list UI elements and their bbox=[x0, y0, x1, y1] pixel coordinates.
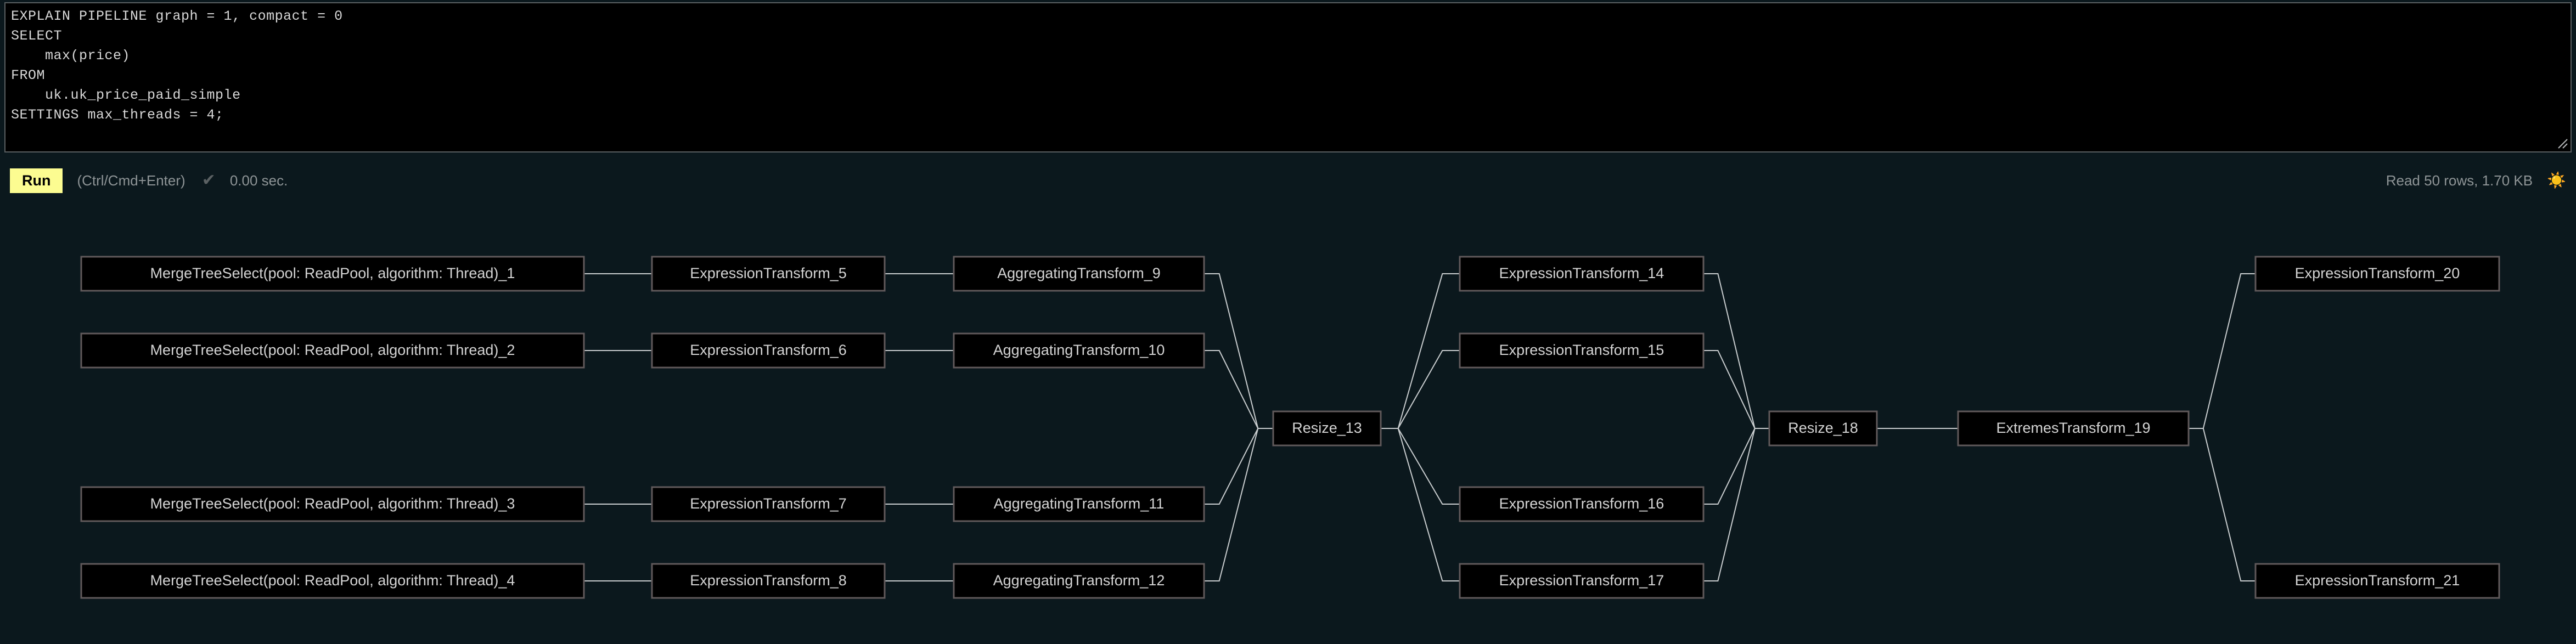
graph-node-box[interactable] bbox=[953, 563, 1205, 599]
graph-node[interactable]: Resize_13 bbox=[1272, 410, 1382, 447]
graph-edge bbox=[2189, 273, 2256, 429]
graph-edge bbox=[1703, 428, 1769, 505]
graph-node-box[interactable] bbox=[1957, 410, 2190, 447]
graph-node-box[interactable] bbox=[1459, 486, 1705, 522]
graph-node-label: ExpressionTransform_20 bbox=[2295, 265, 2460, 281]
pipeline-graph: MergeTreeSelect(pool: ReadPool, algorith… bbox=[0, 208, 2576, 644]
sql-editor-container bbox=[4, 2, 2572, 152]
graph-node[interactable]: ExpressionTransform_6 bbox=[651, 332, 886, 369]
graph-node-box[interactable] bbox=[651, 332, 886, 369]
graph-node-label: MergeTreeSelect(pool: ReadPool, algorith… bbox=[150, 265, 515, 281]
graph-edge bbox=[1703, 350, 1769, 429]
graph-node-label: MergeTreeSelect(pool: ReadPool, algorith… bbox=[150, 572, 515, 589]
graph-edge bbox=[1703, 428, 1769, 581]
sun-icon[interactable]: ☀️ bbox=[2547, 172, 2566, 189]
graph-node[interactable]: MergeTreeSelect(pool: ReadPool, algorith… bbox=[80, 563, 585, 599]
elapsed-time-label: 0.00 sec. bbox=[229, 172, 288, 189]
graph-node[interactable]: ExpressionTransform_15 bbox=[1459, 332, 1705, 369]
graph-node-label: AggregatingTransform_9 bbox=[997, 265, 1161, 281]
graph-node-box[interactable] bbox=[1459, 563, 1705, 599]
graph-node-box[interactable] bbox=[80, 256, 585, 292]
graph-node-box[interactable] bbox=[953, 332, 1205, 369]
graph-node-box[interactable] bbox=[651, 563, 886, 599]
toolbar-right-group: Read 50 rows, 1.70 KB ☀️ bbox=[2386, 172, 2566, 189]
graph-node[interactable]: AggregatingTransform_12 bbox=[953, 563, 1205, 599]
graph-edge bbox=[1381, 428, 1460, 505]
graph-node-label: Resize_18 bbox=[1788, 420, 1858, 436]
graph-node-label: AggregatingTransform_12 bbox=[993, 572, 1165, 589]
sql-query-input[interactable] bbox=[4, 2, 2572, 152]
graph-node-box[interactable] bbox=[1459, 256, 1705, 292]
graph-node-layer: MergeTreeSelect(pool: ReadPool, algorith… bbox=[80, 256, 2500, 599]
graph-edge bbox=[2189, 428, 2256, 581]
graph-node[interactable]: MergeTreeSelect(pool: ReadPool, algorith… bbox=[80, 332, 585, 369]
graph-edge bbox=[1381, 350, 1460, 429]
graph-node-label: ExpressionTransform_14 bbox=[1499, 265, 1664, 281]
run-shortcut-hint: (Ctrl/Cmd+Enter) bbox=[77, 172, 185, 189]
graph-node[interactable]: AggregatingTransform_9 bbox=[953, 256, 1205, 292]
graph-node[interactable]: ExpressionTransform_14 bbox=[1459, 256, 1705, 292]
graph-node-box[interactable] bbox=[80, 563, 585, 599]
graph-node[interactable]: ExpressionTransform_20 bbox=[2254, 256, 2500, 292]
graph-node-box[interactable] bbox=[80, 332, 585, 369]
run-button[interactable]: Run bbox=[10, 168, 63, 193]
read-stats-label: Read 50 rows, 1.70 KB bbox=[2386, 172, 2533, 189]
graph-node-label: ExpressionTransform_8 bbox=[690, 572, 847, 589]
graph-node-box[interactable] bbox=[651, 486, 886, 522]
graph-node[interactable]: MergeTreeSelect(pool: ReadPool, algorith… bbox=[80, 256, 585, 292]
graph-node[interactable]: ExtremesTransform_19 bbox=[1957, 410, 2190, 447]
graph-node-box[interactable] bbox=[1768, 410, 1878, 447]
graph-node-box[interactable] bbox=[1272, 410, 1382, 447]
graph-node-box[interactable] bbox=[953, 486, 1205, 522]
graph-node-box[interactable] bbox=[953, 256, 1205, 292]
graph-edge bbox=[1381, 428, 1460, 581]
graph-edge bbox=[1204, 428, 1273, 505]
graph-node[interactable]: ExpressionTransform_21 bbox=[2254, 563, 2500, 599]
graph-node-box[interactable] bbox=[80, 486, 585, 522]
success-check-icon: ✔ bbox=[201, 171, 216, 189]
graph-edge bbox=[1204, 428, 1273, 581]
graph-node[interactable]: ExpressionTransform_16 bbox=[1459, 486, 1705, 522]
graph-node[interactable]: Resize_18 bbox=[1768, 410, 1878, 447]
graph-node[interactable]: ExpressionTransform_8 bbox=[651, 563, 886, 599]
graph-node-label: MergeTreeSelect(pool: ReadPool, algorith… bbox=[150, 342, 515, 358]
graph-node-label: ExtremesTransform_19 bbox=[1996, 420, 2150, 436]
graph-node-label: AggregatingTransform_10 bbox=[993, 342, 1165, 358]
graph-node[interactable]: ExpressionTransform_17 bbox=[1459, 563, 1705, 599]
graph-node[interactable]: MergeTreeSelect(pool: ReadPool, algorith… bbox=[80, 486, 585, 522]
graph-node[interactable]: ExpressionTransform_7 bbox=[651, 486, 886, 522]
graph-node-label: ExpressionTransform_7 bbox=[690, 495, 847, 512]
graph-node[interactable]: ExpressionTransform_5 bbox=[651, 256, 886, 292]
graph-edge-layer bbox=[584, 273, 2256, 581]
graph-node-box[interactable] bbox=[2254, 256, 2500, 292]
graph-node-box[interactable] bbox=[651, 256, 886, 292]
graph-node-label: MergeTreeSelect(pool: ReadPool, algorith… bbox=[150, 495, 515, 512]
graph-node-box[interactable] bbox=[2254, 563, 2500, 599]
graph-node-box[interactable] bbox=[1459, 332, 1705, 369]
query-toolbar: Run (Ctrl/Cmd+Enter) ✔ 0.00 sec. Read 50… bbox=[0, 162, 2576, 199]
graph-node[interactable]: AggregatingTransform_10 bbox=[953, 332, 1205, 369]
graph-node-label: ExpressionTransform_17 bbox=[1499, 572, 1664, 589]
graph-node-label: Resize_13 bbox=[1292, 420, 1362, 436]
graph-node-label: ExpressionTransform_16 bbox=[1499, 495, 1664, 512]
graph-node[interactable]: AggregatingTransform_11 bbox=[953, 486, 1205, 522]
graph-node-label: AggregatingTransform_11 bbox=[994, 495, 1165, 512]
pipeline-graph-svg: MergeTreeSelect(pool: ReadPool, algorith… bbox=[80, 256, 2500, 599]
graph-node-label: ExpressionTransform_21 bbox=[2295, 572, 2460, 589]
graph-node-label: ExpressionTransform_15 bbox=[1499, 342, 1664, 358]
graph-node-label: ExpressionTransform_5 bbox=[690, 265, 847, 281]
graph-node-label: ExpressionTransform_6 bbox=[690, 342, 847, 358]
graph-edge bbox=[1204, 350, 1273, 429]
